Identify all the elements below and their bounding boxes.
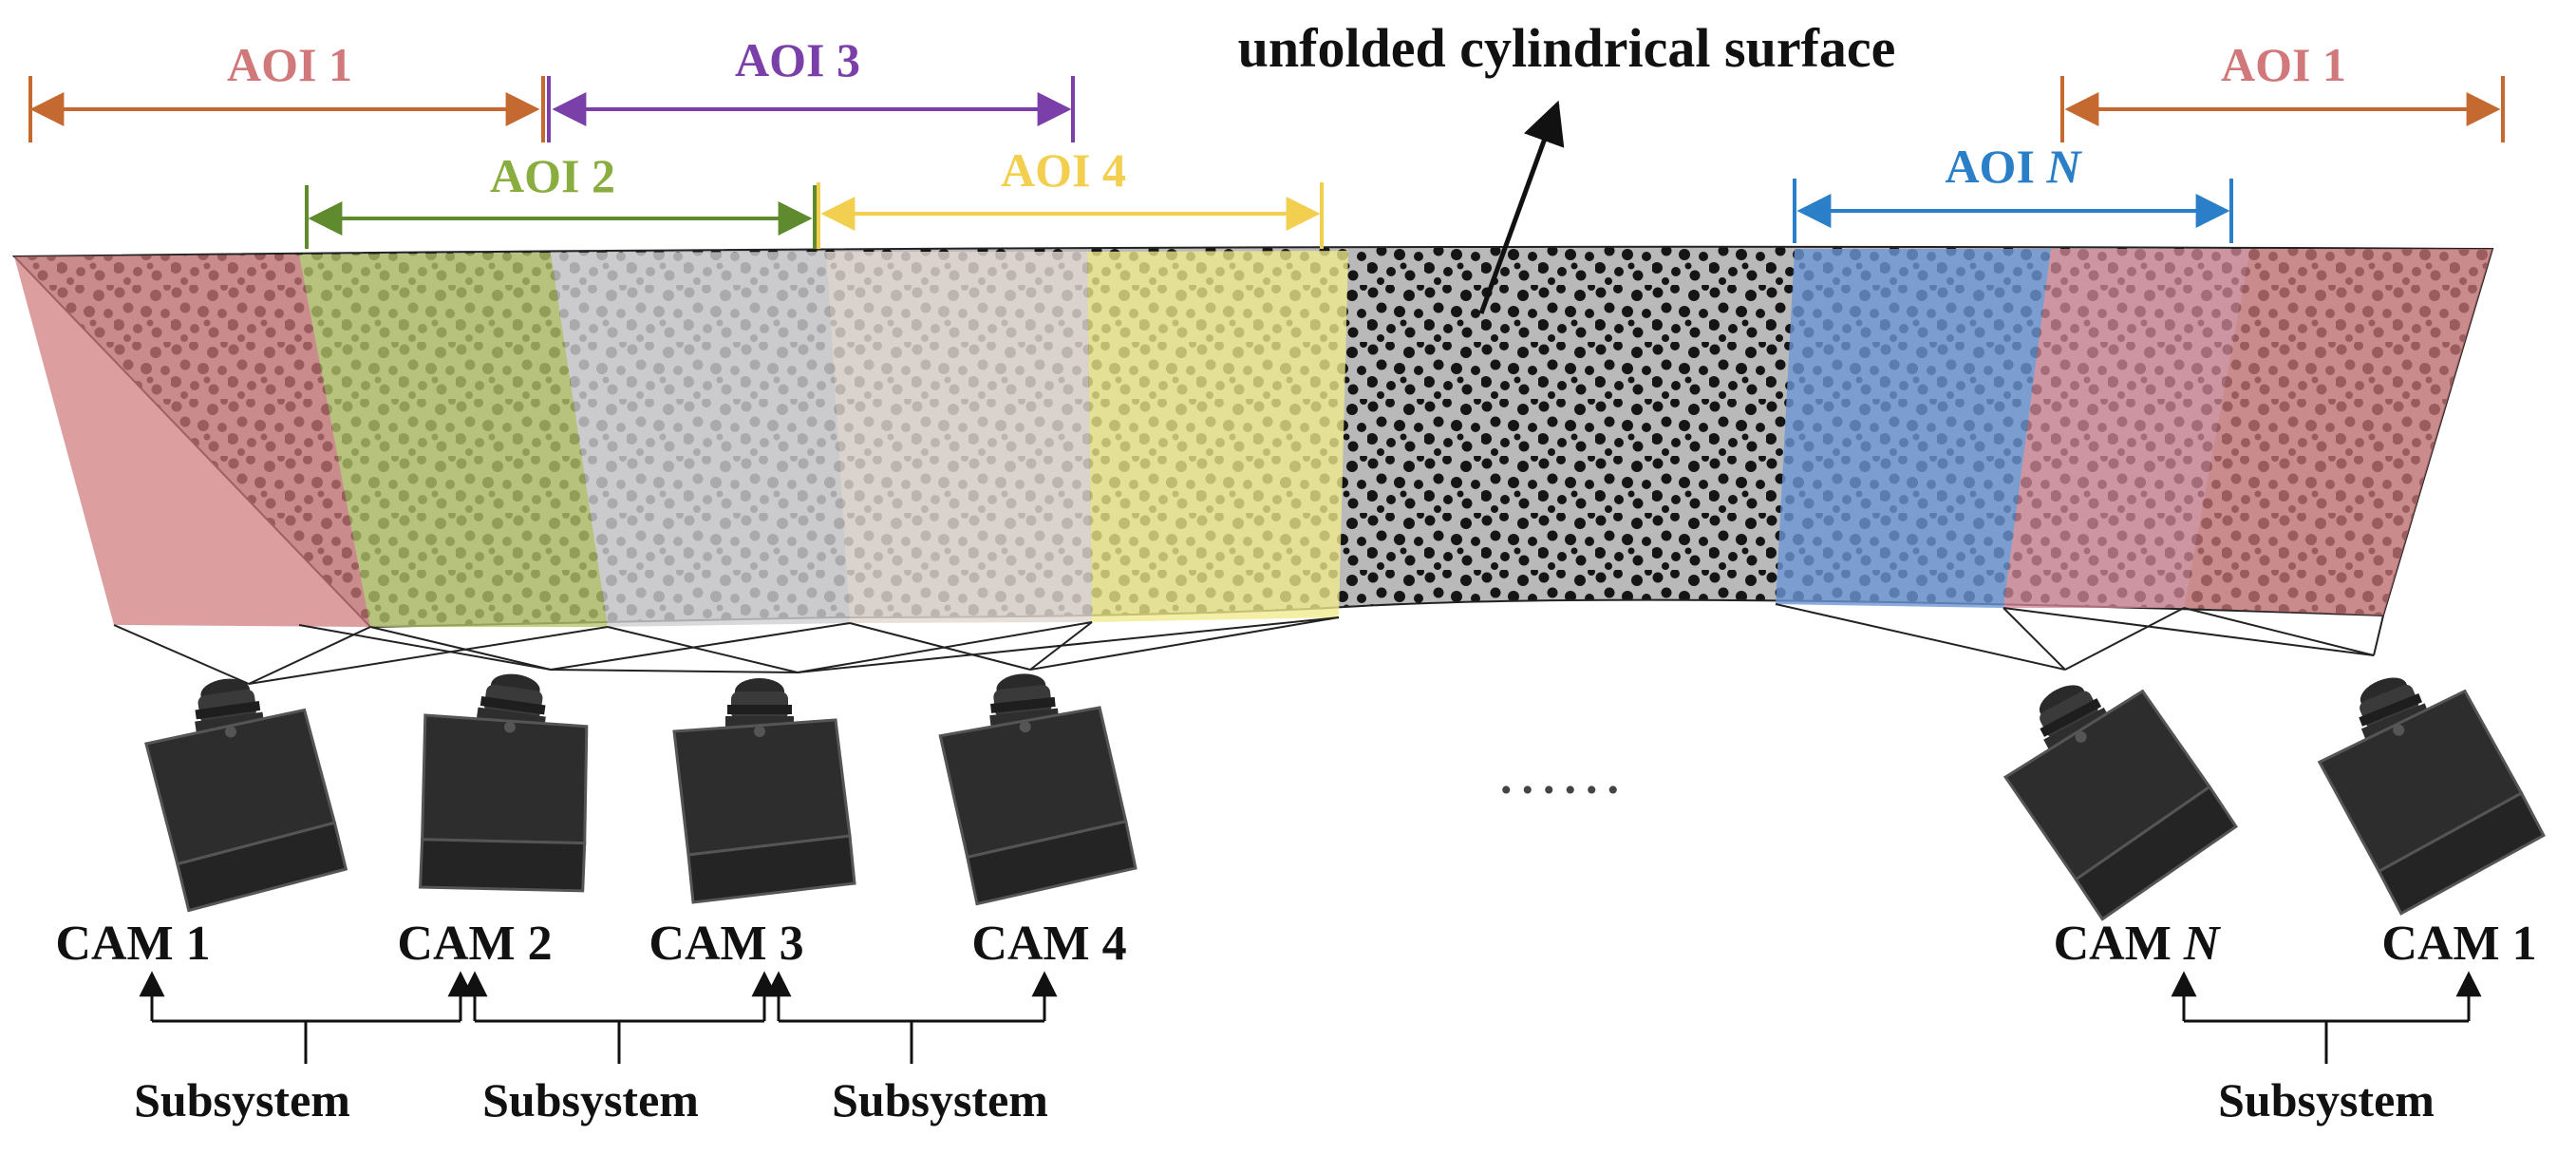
- aoi1-right-label: AOI 1: [2221, 38, 2346, 91]
- aoi4-label: AOI 4: [1001, 143, 1126, 197]
- aoiN-label-prefix: AOI: [1945, 140, 2046, 193]
- camN-label-var: N: [2183, 917, 2222, 971]
- camera-icon: [672, 676, 856, 904]
- aoi1-region-right: [2184, 249, 2492, 615]
- ellipsis-dots: ......: [1500, 750, 1628, 804]
- cam3-label: CAM 3: [649, 917, 803, 971]
- aoi3-region: [551, 252, 850, 627]
- subsystem-label-3: Subsystem: [832, 1073, 1048, 1127]
- aoi4-region: [1087, 251, 1348, 622]
- subsystem-label-1: Subsystem: [134, 1073, 350, 1127]
- camera-icon: [1979, 643, 2247, 930]
- surface-title: unfolded cylindrical surface: [1238, 17, 1896, 79]
- cam1-label: CAM 1: [55, 917, 210, 971]
- aoi-regions: [14, 249, 2492, 627]
- camN-label-prefix: CAM: [2054, 917, 2184, 971]
- aoi-arrows: [28, 76, 2505, 249]
- aoiN-pink-region: [2003, 249, 2250, 608]
- camN-label: CAM N: [2054, 917, 2222, 971]
- aoiN-region: [1776, 249, 2051, 608]
- camera-icon: [932, 662, 1139, 908]
- cam2-label: CAM 2: [397, 917, 552, 971]
- subsystem-label-4: Subsystem: [2218, 1073, 2435, 1127]
- surface-pointer-arrow: [1478, 100, 1565, 314]
- aoi2-region: [299, 253, 608, 627]
- camera-icon: [400, 661, 613, 912]
- field-of-view-lines: [113, 603, 2384, 685]
- aoi3-label: AOI 3: [735, 33, 860, 86]
- cam4-label: CAM 4: [971, 917, 1126, 971]
- cam1-right-label: CAM 1: [2381, 917, 2536, 971]
- camera-icon: [137, 664, 350, 915]
- aoiN-label-var: N: [2045, 140, 2082, 193]
- aoi2-label: AOI 2: [490, 149, 615, 202]
- aoi1-left-label: AOI 1: [227, 38, 352, 91]
- camera-icon: [2298, 643, 2552, 922]
- aoi3b-region: [826, 252, 1092, 623]
- subsystem-brackets: [139, 971, 2482, 1064]
- aoi1-region-left: [14, 255, 370, 627]
- subsystem-label-2: Subsystem: [482, 1073, 699, 1127]
- aoiN-label: AOI N: [1945, 140, 2082, 193]
